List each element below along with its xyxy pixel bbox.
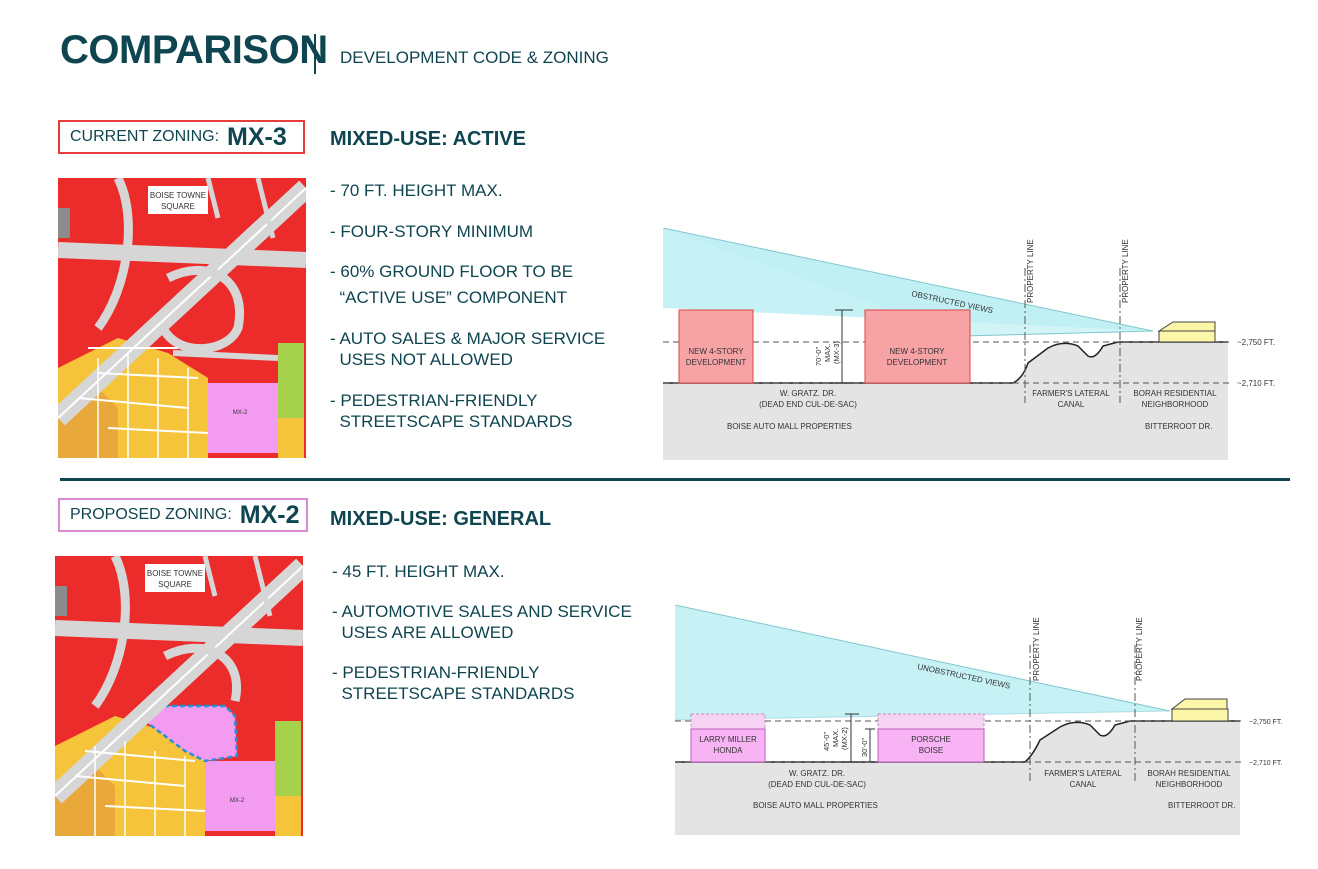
building-label: NEW 4-STORY <box>688 347 744 356</box>
height-dimension-label: MAX. <box>823 344 832 362</box>
height-dimension-label: (MX-2) <box>840 727 849 750</box>
canal-label: FARMER'S LATERAL <box>1032 389 1110 398</box>
page-subtitle: DEVELOPMENT CODE & ZONING <box>340 48 609 67</box>
proposed-zoning-box: PROPOSED ZONING: MX-2 <box>58 498 308 532</box>
current-bullet: - PEDESTRIAN-FRIENDLY <box>330 391 538 410</box>
street-label: W. GRATZ. DR. <box>780 389 836 398</box>
residential-house <box>1171 708 1229 722</box>
page-title: COMPARISON <box>60 28 328 72</box>
building-porsche-boise <box>877 728 985 763</box>
road-label: BITTERROOT DR. <box>1168 801 1235 810</box>
height-dimension-label: MAX. <box>831 729 840 747</box>
neighborhood-label: BORAH RESIDENTIAL <box>1133 389 1217 398</box>
ground <box>663 342 1228 460</box>
building-new-development <box>864 309 971 384</box>
current-bullet: USES NOT ALLOWED <box>330 350 513 369</box>
height-dimension-label: (MX-3) <box>832 341 841 364</box>
current-zoning-label: CURRENT ZONING: <box>70 128 220 145</box>
building-label: DEVELOPMENT <box>887 358 948 367</box>
map-label: SQUARE <box>158 580 192 589</box>
current-zoning-box: CURRENT ZONING: MX-3 <box>58 120 305 154</box>
proposed-bullet: - PEDESTRIAN-FRIENDLY <box>332 663 540 682</box>
canal-label: CANAL <box>1058 400 1085 409</box>
current-bullet: - 60% GROUND FLOOR TO BE <box>330 262 574 281</box>
current-zoning-code: MX-3 <box>227 122 287 151</box>
current-bullet: STREETSCAPE STANDARDS <box>330 412 573 431</box>
street-label: W. GRATZ. DR. <box>789 769 845 778</box>
height-dimension-label: 45'-0" <box>822 732 831 751</box>
map-label: SQUARE <box>161 202 195 211</box>
map-zone-tag: MX-2 <box>233 410 248 416</box>
neighborhood-label: NEIGHBORHOOD <box>1142 400 1209 409</box>
building-new-development <box>678 309 754 384</box>
canal-label: FARMER'S LATERAL <box>1044 769 1122 778</box>
proposed-zoning-map: BOISE TOWNE SQUARE MX-2 <box>55 556 303 836</box>
property-line-label: PROPERTY LINE <box>1026 239 1035 303</box>
view-cone <box>675 605 1170 720</box>
properties-label: BOISE AUTO MALL PROPERTIES <box>753 801 878 810</box>
map-label: BOISE TOWNE <box>150 191 206 200</box>
canal-label: CANAL <box>1070 780 1097 789</box>
residential-house <box>1158 330 1216 343</box>
elevation-high-label: ~2,750 FT. <box>1249 719 1282 726</box>
rezoned-parcel <box>142 704 239 763</box>
map-zone-tag: MX-2 <box>230 798 245 804</box>
street-label: (DEAD END CUL-DE-SAC) <box>768 780 866 789</box>
current-cross-section: ~2,750 FT. ~2,710 FT. PROPERTY LINE PROP… <box>663 228 1275 460</box>
current-zoning-heading: MIXED-USE: ACTIVE <box>330 128 526 150</box>
street-label: (DEAD END CUL-DE-SAC) <box>759 400 857 409</box>
elevation-low-label: ~2,710 FT. <box>1237 379 1275 388</box>
property-line-label: PROPERTY LINE <box>1032 617 1041 681</box>
building-label: PORSCHE <box>911 735 951 744</box>
properties-label: BOISE AUTO MALL PROPERTIES <box>727 422 852 431</box>
section-divider <box>60 478 1290 481</box>
proposed-bullet: - 45 FT. HEIGHT MAX. <box>332 562 505 581</box>
current-bullet: - 70 FT. HEIGHT MAX. <box>330 181 503 200</box>
proposed-zoning-label: PROPOSED ZONING: <box>70 506 232 523</box>
proposed-bullet: - AUTOMOTIVE SALES AND SERVICE <box>332 602 632 621</box>
building-larry-miller-honda <box>690 728 766 763</box>
building-label: DEVELOPMENT <box>686 358 747 367</box>
map-label: BOISE TOWNE <box>147 569 203 578</box>
ground <box>675 721 1240 835</box>
neighborhood-label: NEIGHBORHOOD <box>1156 780 1223 789</box>
title-divider <box>314 34 316 74</box>
current-bullet: “ACTIVE USE” COMPONENT <box>330 288 568 307</box>
height-dimension-label: 30'-0" <box>860 738 869 757</box>
elevation-high-label: ~2,750 FT. <box>1237 338 1275 347</box>
property-line-label: PROPERTY LINE <box>1121 239 1130 303</box>
building-label: HONDA <box>714 746 744 755</box>
proposed-bullets: - 45 FT. HEIGHT MAX. - AUTOMOTIVE SALES … <box>332 561 632 704</box>
height-dimension-label: 70'-0" <box>814 347 823 366</box>
current-zoning-map: BOISE TOWNE SQUARE MX-2 <box>58 178 306 458</box>
proposed-bullet: USES ARE ALLOWED <box>332 623 514 642</box>
proposed-bullet: STREETSCAPE STANDARDS <box>332 684 575 703</box>
proposed-zoning-code: MX-2 <box>239 500 300 529</box>
current-bullet: - AUTO SALES & MAJOR SERVICE <box>330 329 606 348</box>
building-label: BOISE <box>919 746 943 755</box>
building-label: LARRY MILLER <box>699 735 757 744</box>
proposed-cross-section: ~2,750 FT. ~2,710 FT. PROPERTY LINE PROP… <box>675 605 1282 835</box>
current-bullets: - 70 FT. HEIGHT MAX. - FOUR-STORY MINIMU… <box>330 180 605 432</box>
proposed-zoning-heading: MIXED-USE: GENERAL <box>330 508 552 530</box>
property-line-label: PROPERTY LINE <box>1135 617 1144 681</box>
building-label: NEW 4-STORY <box>889 347 945 356</box>
road-label: BITTERROOT DR. <box>1145 422 1212 431</box>
neighborhood-label: BORAH RESIDENTIAL <box>1147 769 1231 778</box>
elevation-low-label: ~2,710 FT. <box>1249 760 1282 767</box>
current-bullet: - FOUR-STORY MINIMUM <box>330 222 534 241</box>
